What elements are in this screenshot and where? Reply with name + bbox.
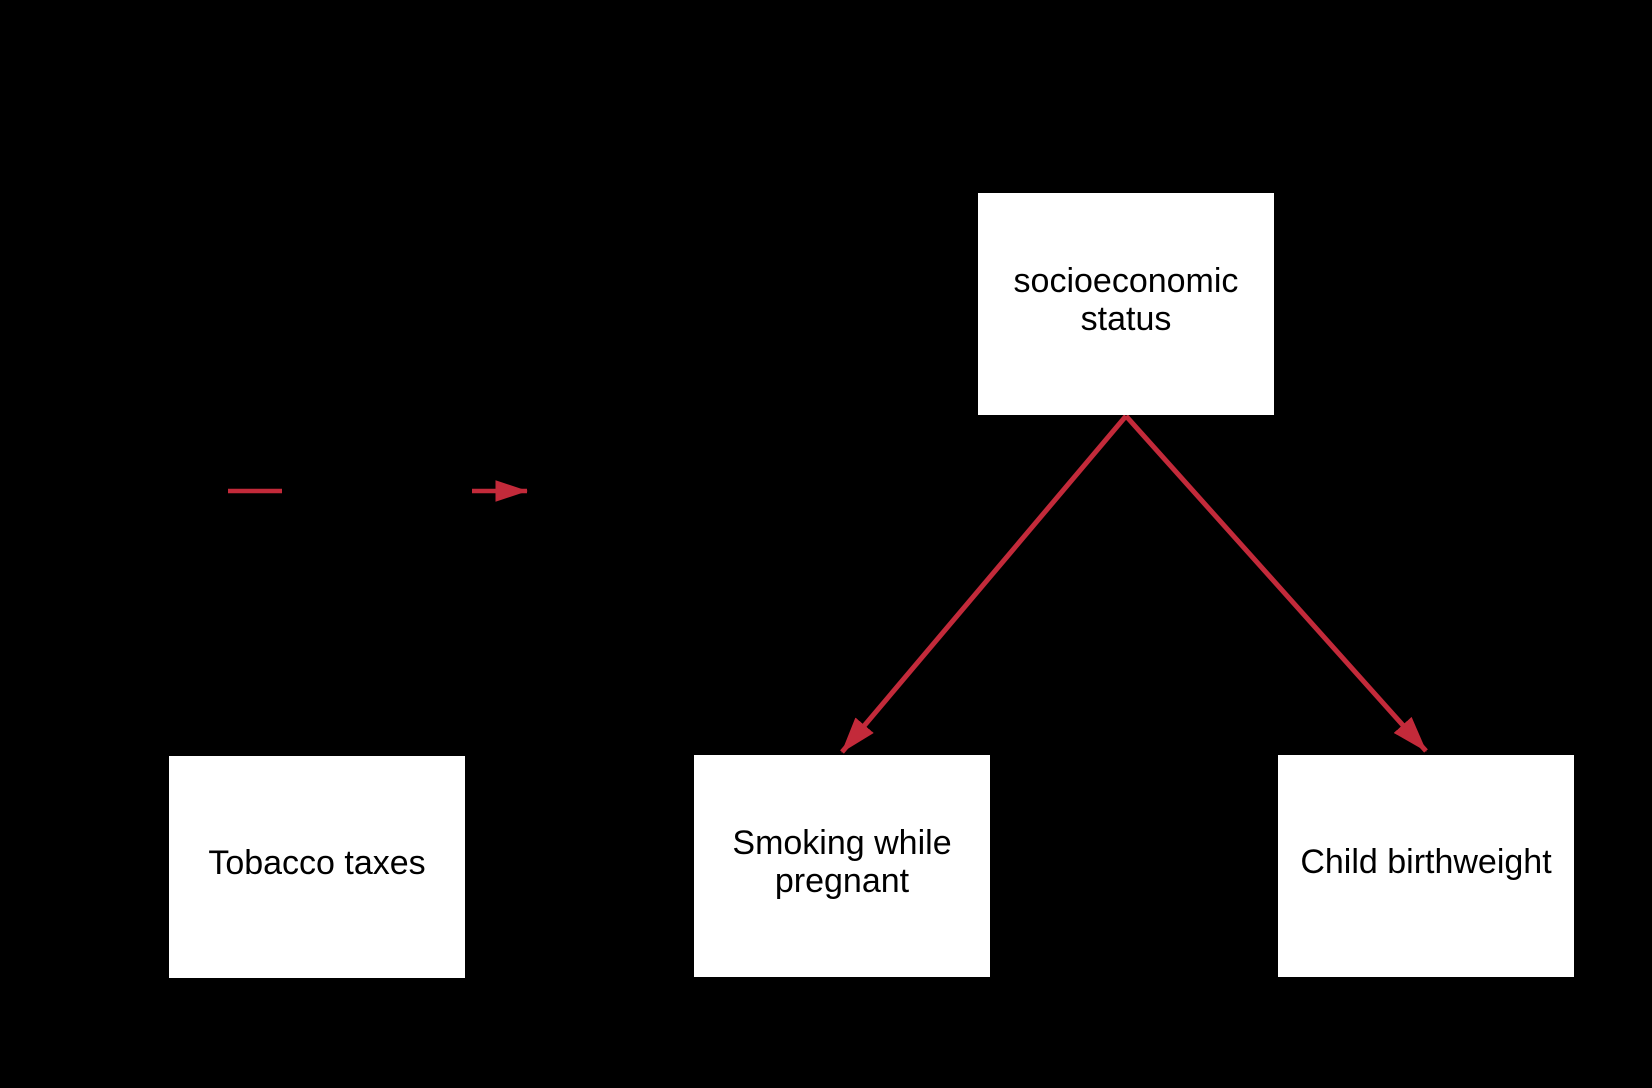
node-socioeconomic-status: socioeconomic status <box>978 193 1274 415</box>
node-child-birthweight: Child birthweight <box>1278 755 1574 977</box>
node-socioeconomic-status-label: socioeconomic status <box>1013 262 1239 338</box>
node-smoking-while-pregnant-label: Smoking while pregnant <box>732 824 952 900</box>
node-smoking-while-pregnant: Smoking while pregnant <box>694 755 990 977</box>
edge-ses-to-smoking <box>840 414 1128 754</box>
node-child-birthweight-label: Child birthweight <box>1300 843 1552 881</box>
edge-ses-to-birthweight <box>1124 414 1428 753</box>
node-tobacco-taxes-label: Tobacco taxes <box>208 844 426 882</box>
node-tobacco-taxes: Tobacco taxes <box>169 756 465 978</box>
